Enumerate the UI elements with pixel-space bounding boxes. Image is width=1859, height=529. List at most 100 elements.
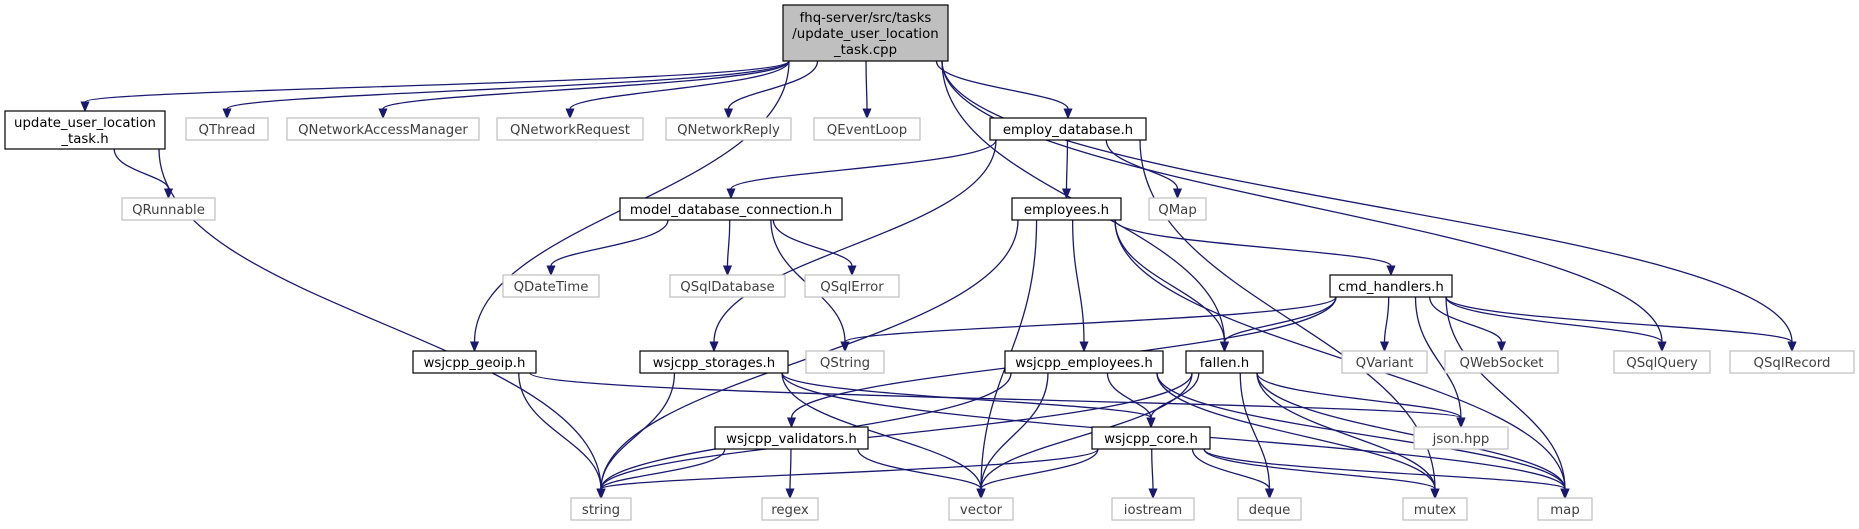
node-box — [1413, 426, 1509, 450]
edge-wsjcpp-storages-h-to-vector — [781, 372, 982, 490]
arrowhead-map — [1560, 488, 1570, 500]
arrowhead-employ-database-h — [1063, 108, 1073, 120]
node-qmap: QMap — [1148, 197, 1207, 221]
arrowhead-qvariant — [1379, 341, 1390, 353]
arrowhead-cmd-handlers-h — [1386, 265, 1396, 277]
node-box — [1148, 197, 1207, 221]
node-label: wsjcpp_employees.h — [1015, 356, 1153, 371]
node-vector: vector — [948, 497, 1014, 521]
node-qthread: QThread — [185, 117, 269, 141]
node-label: mutex — [1414, 503, 1457, 518]
node-qvariant: QVariant — [1341, 350, 1428, 374]
edge-wsjcpp-employees-h-to-mutex — [1156, 372, 1436, 490]
edge-wsjcpp-geoip-h-to-json-hpp — [529, 372, 1462, 419]
edge-main-to-employ-database-h — [935, 60, 1069, 110]
node-deque: deque — [1237, 497, 1302, 521]
node-qsqlerror: QSqlError — [804, 274, 900, 298]
node-employ-database-h[interactable]: employ_database.h — [989, 117, 1147, 141]
edge-update-user-location-task-h-to-qrunnable — [113, 148, 170, 190]
node-box — [805, 350, 885, 374]
edge-model-database-connection-h-to-qsqldatabase — [726, 219, 731, 267]
arrowhead-string — [596, 488, 606, 500]
arrowhead-update-user-location-task-h — [80, 101, 90, 113]
edge-wsjcpp-geoip-h-to-string — [518, 372, 602, 490]
arrowhead-wsjcpp-geoip-h — [469, 341, 480, 353]
edge-main-to-qsqlquery — [941, 60, 1663, 343]
edge-cmd-handlers-h-to-qvariant — [1383, 296, 1390, 343]
node-wsjcpp-employees-h[interactable]: wsjcpp_employees.h — [1004, 350, 1164, 374]
node-box — [1111, 497, 1195, 521]
node-label: wsjcpp_geoip.h — [424, 356, 526, 371]
edge-wsjcpp-validators-h-to-regex — [789, 448, 792, 490]
edge-employees-h-to-map — [1114, 219, 1566, 490]
node-label: QWebSocket — [1460, 356, 1544, 371]
node-box — [1444, 350, 1559, 374]
arrowhead-qeventloop — [862, 108, 872, 120]
node-box — [1729, 350, 1855, 374]
edge-fallen-h-to-string — [600, 372, 1193, 490]
node-qnetworkreply: QNetworkReply — [665, 117, 792, 141]
arrowhead-iostream — [1148, 488, 1158, 500]
node-wsjcpp-geoip-h[interactable]: wsjcpp_geoip.h — [412, 350, 537, 374]
edge-wsjcpp-core-h-to-iostream — [1151, 448, 1154, 490]
node-label: QNetworkReply — [677, 123, 780, 138]
node-wsjcpp-core-h[interactable]: wsjcpp_core.h — [1091, 426, 1211, 450]
edge-cmd-handlers-h-to-qsqlquery — [1445, 296, 1663, 343]
edge-wsjcpp-core-h-to-string — [600, 448, 1099, 490]
node-employees-h[interactable]: employees.h — [1011, 197, 1122, 221]
edge-wsjcpp-validators-h-to-string — [600, 448, 726, 490]
node-label: QString — [820, 356, 870, 371]
edge-fallen-h-to-map — [1256, 372, 1566, 490]
arrowhead-qrunnable — [163, 188, 174, 200]
node-box — [412, 350, 537, 374]
node-label: wsjcpp_storages.h — [653, 356, 775, 371]
node-box — [813, 117, 921, 141]
node-main[interactable]: fhq-server/src/tasks/update_user_locatio… — [782, 4, 949, 62]
node-box — [1011, 197, 1122, 221]
node-label: wsjcpp_core.h — [1104, 432, 1198, 447]
edge-employees-h-to-fallen-h — [1114, 219, 1226, 343]
node-box — [1402, 497, 1468, 521]
node-label: QSqlError — [820, 280, 884, 295]
node-qsqlquery: QSqlQuery — [1613, 350, 1711, 374]
node-fallen-h[interactable]: fallen.h — [1185, 350, 1264, 374]
node-qsqlrecord: QSqlRecord — [1729, 350, 1855, 374]
node-label: QRunnable — [132, 203, 205, 218]
edge-wsjcpp-core-h-to-vector — [980, 448, 1099, 490]
node-box — [948, 497, 1014, 521]
node-qeventloop: QEventLoop — [813, 117, 921, 141]
edge-employ-database-h-to-qmap — [1105, 139, 1179, 190]
arrowhead-qsqlrecord — [1787, 341, 1797, 353]
node-label: fhq-server/src/tasks — [800, 11, 932, 26]
node-wsjcpp-validators-h[interactable]: wsjcpp_validators.h — [714, 426, 869, 450]
node-cmd-handlers-h[interactable]: cmd_handlers.h — [1329, 274, 1453, 298]
node-model-database-connection-h[interactable]: model_database_connection.h — [619, 197, 843, 221]
node-update-user-location-task-h[interactable]: update_user_location_task.h — [4, 110, 166, 150]
arrowhead-qmap — [1172, 188, 1183, 200]
node-box — [570, 497, 632, 521]
edge-fallen-h-to-mutex — [1256, 372, 1436, 490]
arrowhead-wsjcpp-validators-h — [786, 417, 797, 429]
node-label: QSqlDatabase — [680, 280, 775, 295]
node-json-hpp: json.hpp — [1413, 426, 1509, 450]
arrowhead-fallen-h — [1219, 341, 1230, 353]
node-box — [496, 117, 644, 141]
node-string: string — [570, 497, 632, 521]
node-regex: regex — [761, 497, 819, 521]
arrowhead-qdatetime — [546, 265, 556, 277]
arrowhead-deque — [1264, 488, 1275, 500]
arrowhead-qnetworkreply — [723, 108, 734, 120]
arrowhead-regex — [785, 488, 795, 500]
node-label: QEventLoop — [827, 123, 907, 138]
edge-wsjcpp-core-h-to-mutex — [1203, 448, 1436, 490]
node-box — [782, 4, 949, 62]
node-qnetworkrequest: QNetworkRequest — [496, 117, 644, 141]
node-label: /update_user_location — [792, 27, 938, 42]
node-wsjcpp-storages-h[interactable]: wsjcpp_storages.h — [639, 350, 789, 374]
node-box — [1237, 497, 1302, 521]
edge-employ-database-h-to-wsjcpp-storages-h — [713, 139, 997, 343]
node-box — [619, 197, 843, 221]
node-label: json.hpp — [1432, 432, 1490, 447]
node-label: QSqlRecord — [1754, 356, 1831, 371]
